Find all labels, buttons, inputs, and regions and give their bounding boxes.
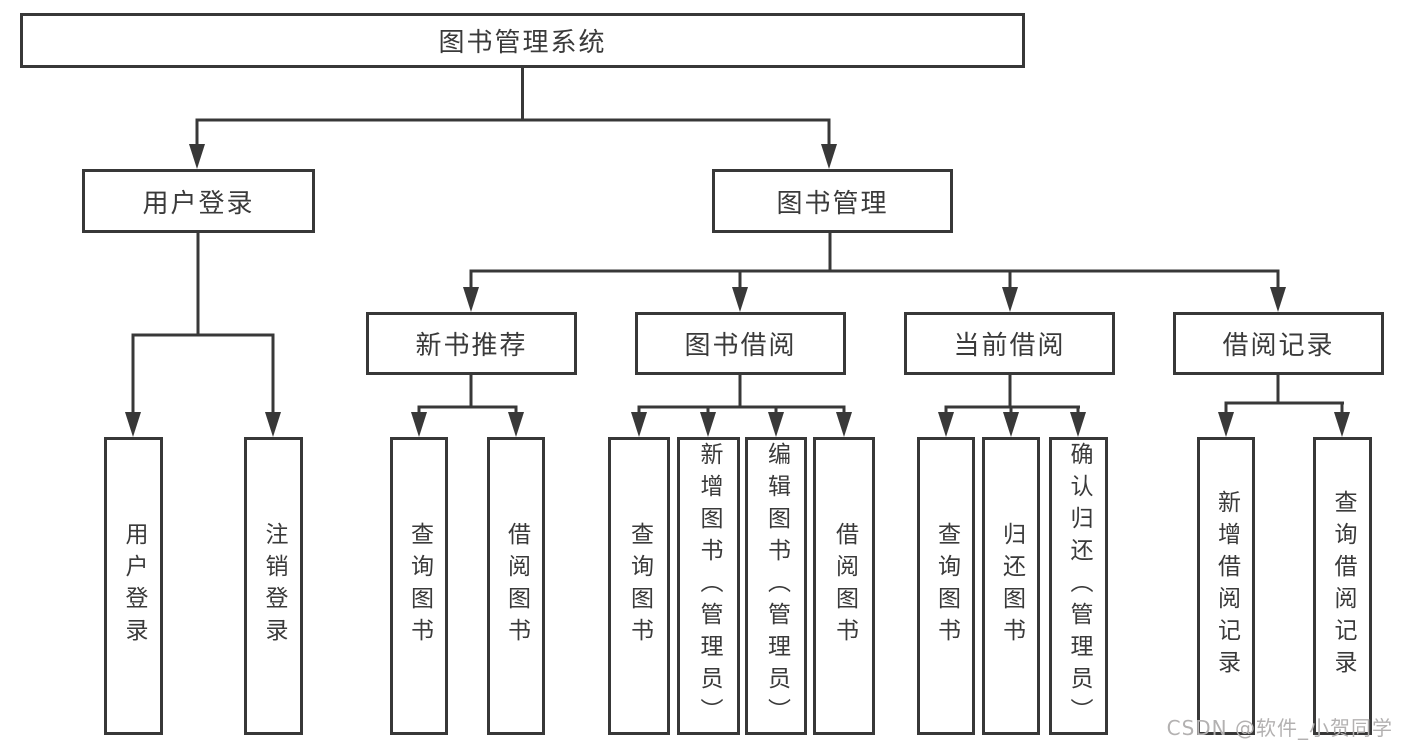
node-root-library-system: 图书管理系统: [20, 13, 1025, 68]
node-label: 确认归还（管理员）: [1066, 442, 1092, 730]
arrowheads: [125, 144, 1350, 437]
node-label: 借阅图书: [503, 522, 530, 650]
leaf-edit-books-admin: 编辑图书（管理员）: [745, 437, 807, 735]
node-label: 注销登录: [261, 522, 287, 650]
node-user-login: 用户登录: [82, 169, 315, 233]
node-label: 查询图书: [406, 522, 433, 650]
node-label: 编辑图书（管理员）: [763, 442, 790, 730]
node-label: 借阅图书: [831, 522, 858, 650]
node-new-book-recommendation: 新书推荐: [366, 312, 577, 375]
leaf-return-books: 归还图书: [982, 437, 1040, 735]
leaf-add-borrow-record: 新增借阅记录: [1197, 437, 1255, 735]
leaf-add-books-admin: 新增图书（管理员）: [677, 437, 740, 735]
node-label: 图书借阅: [684, 331, 797, 361]
leaf-confirm-return-admin: 确认归还（管理员）: [1049, 437, 1108, 735]
node-label: 新增借阅记录: [1213, 490, 1240, 682]
leaf-query-books-current: 查询图书: [917, 437, 975, 735]
node-label: 图书管理系统: [438, 28, 607, 58]
leaf-query-books-recommend: 查询图书: [390, 437, 448, 735]
leaf-borrow-books: 借阅图书: [813, 437, 875, 735]
node-borrowing-records: 借阅记录: [1173, 312, 1384, 375]
node-book-management: 图书管理: [712, 169, 953, 233]
node-label: 借阅记录: [1222, 331, 1335, 361]
leaf-query-books-borrow: 查询图书: [608, 437, 670, 735]
node-label: 用户登录: [121, 522, 147, 650]
leaf-logout: 注销登录: [244, 437, 303, 735]
leaf-borrow-books-recommend: 借阅图书: [487, 437, 545, 735]
leaf-query-borrow-record: 查询借阅记录: [1313, 437, 1372, 735]
leaf-user-login: 用户登录: [104, 437, 163, 735]
node-label: 新增图书（管理员）: [696, 442, 722, 730]
node-label: 图书管理: [776, 188, 889, 219]
node-label: 用户登录: [142, 188, 255, 219]
node-book-borrowing: 图书借阅: [635, 312, 846, 375]
node-current-borrowing: 当前借阅: [904, 312, 1115, 375]
node-label: 查询图书: [626, 522, 653, 650]
node-label: 当前借阅: [953, 331, 1066, 361]
node-label: 查询图书: [933, 522, 960, 650]
csdn-watermark: CSDN @软件_小贺同学: [1166, 716, 1393, 740]
node-label: 归还图书: [998, 522, 1025, 650]
node-label: 新书推荐: [415, 331, 528, 361]
node-label: 查询借阅记录: [1330, 490, 1356, 682]
